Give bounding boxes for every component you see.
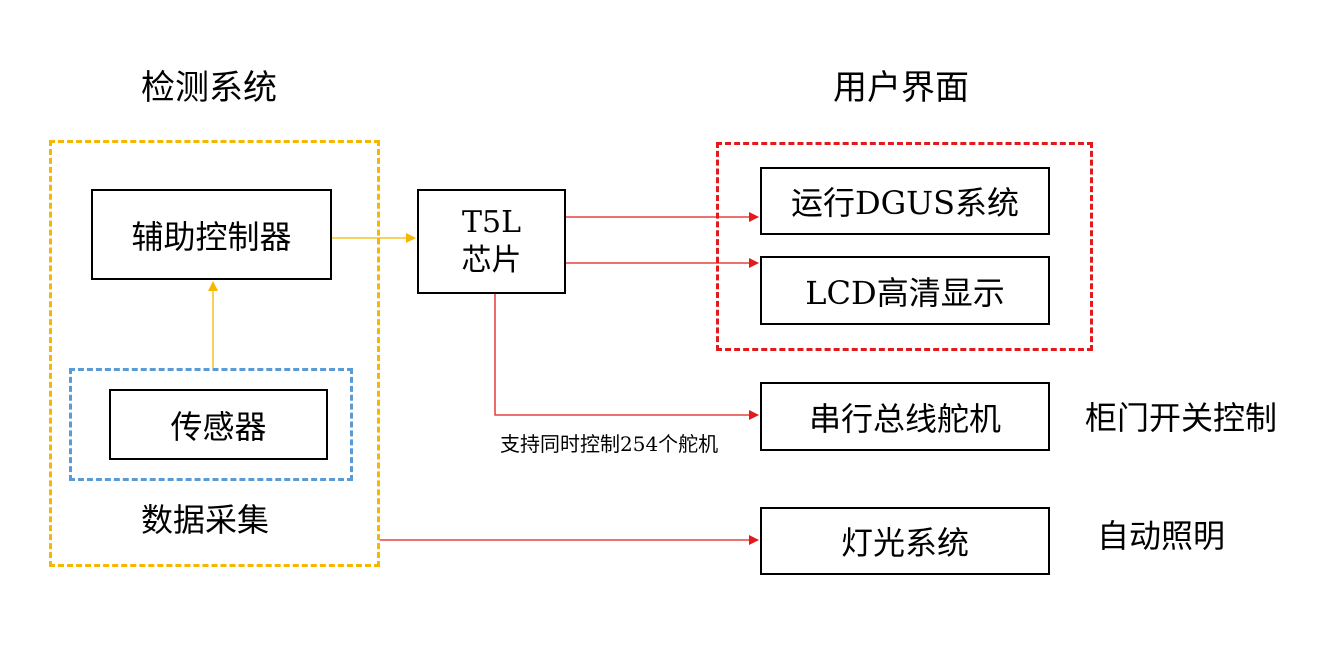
lcd-display-label: LCD高清显示 [805,273,1005,312]
lighting-label: 灯光系统 [840,524,969,562]
aux-controller-box: 辅助控制器 [91,189,332,280]
user-interface-group [716,142,1093,351]
detection-system-group [49,140,380,567]
sensor-group [69,368,353,481]
t5l-chip-box: T5L 芯片 [417,189,566,294]
servo-box: 串行总线舵机 [760,382,1050,451]
run-dgus-box: 运行DGUS系统 [760,167,1050,235]
run-dgus-label: 运行DGUS系统 [790,184,1020,222]
lighting-box: 灯光系统 [760,507,1050,575]
user-interface-heading: 用户界面 [833,68,969,108]
data-acquisition-label: 数据采集 [141,501,270,539]
servo-note: 支持同时控制254个舵机 [500,432,719,456]
chip-model-label: T5L [461,204,522,240]
auto-lighting-label: 自动照明 [1097,517,1226,555]
lcd-display-box: LCD高清显示 [760,256,1050,325]
chip-type-label: 芯片 [461,242,522,278]
servo-label: 串行总线舵机 [808,399,1001,438]
sensor-label: 传感器 [170,407,267,446]
sensor-box: 传感器 [109,389,328,460]
cabinet-door-control-label: 柜门开关控制 [1085,399,1278,437]
aux-controller-label: 辅助控制器 [131,217,292,256]
detection-system-heading: 检测系统 [141,68,277,108]
